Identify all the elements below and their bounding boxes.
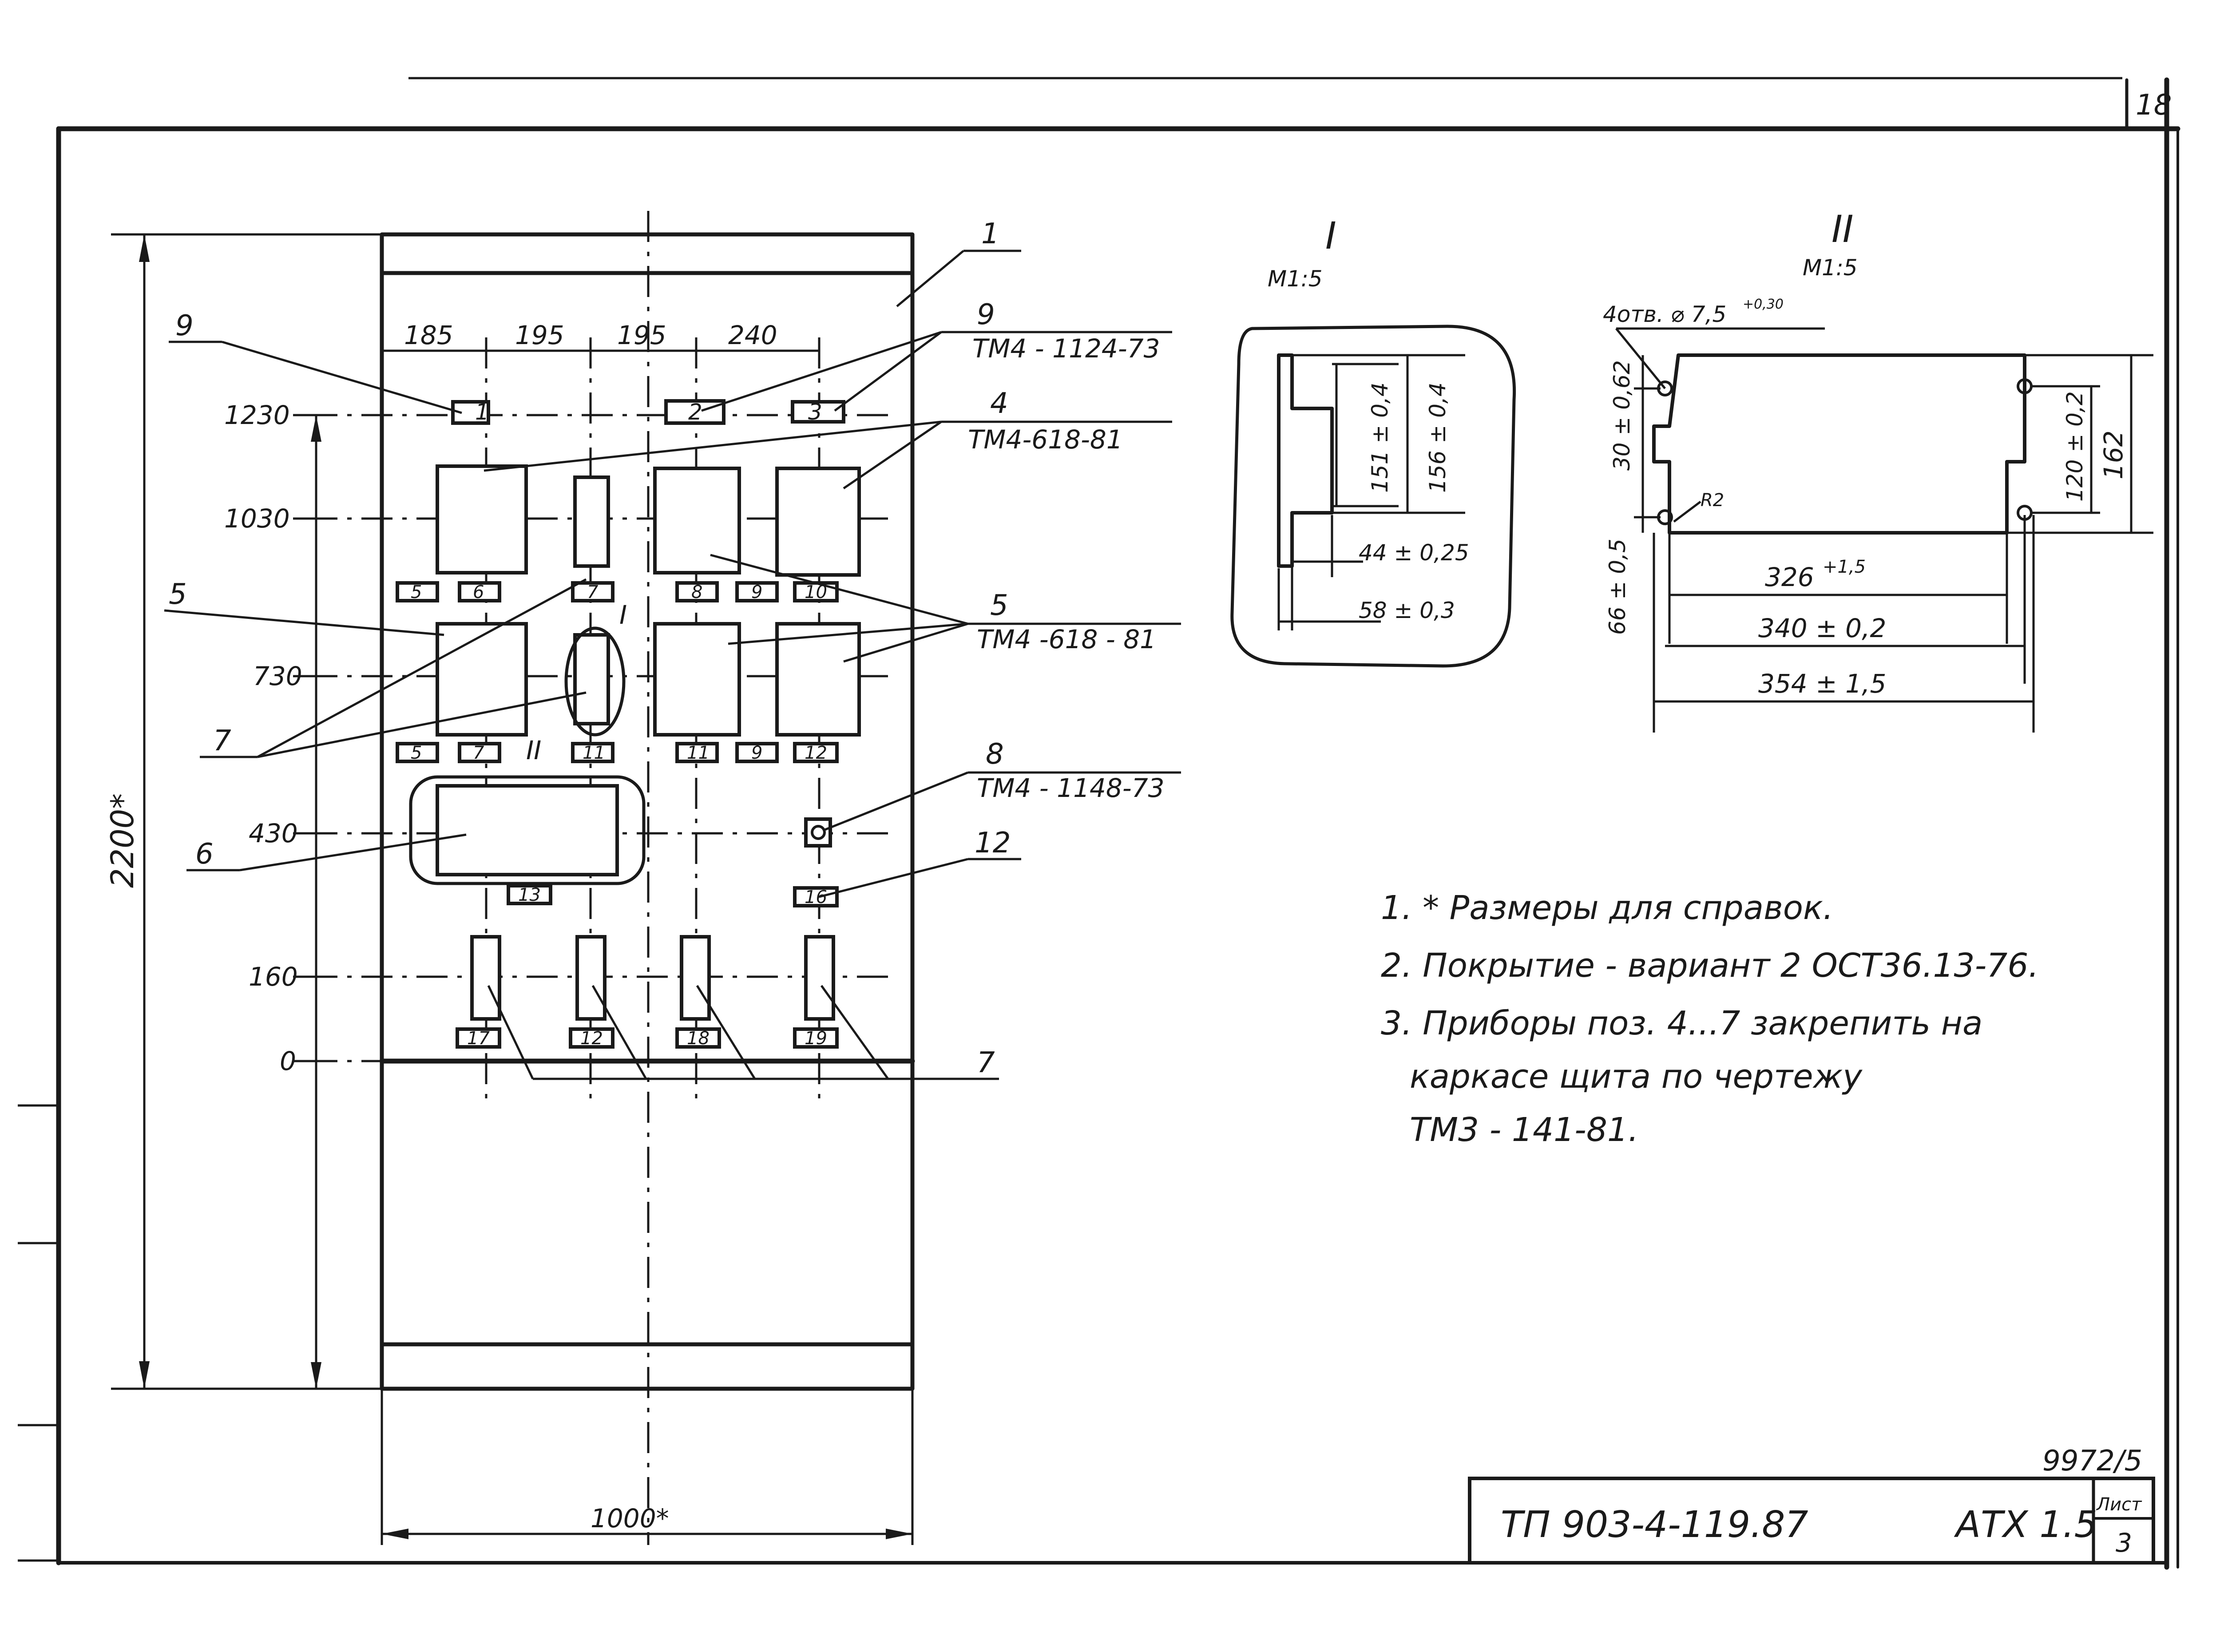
callout-7-bottom: 7 — [977, 1046, 995, 1079]
tag-11b: 11 — [687, 743, 710, 763]
level-430: 430 — [249, 818, 298, 848]
callout-4-ref: ТМ4-618-81 — [968, 424, 1123, 455]
callout-6: 6 — [195, 838, 214, 871]
detail-ii-dim-354: 354 ± 1,5 — [1758, 669, 1886, 699]
note-3: 3. Приборы поз. 4...7 закрепить на — [1381, 1004, 1982, 1042]
detail-i-drawing — [1230, 325, 1516, 668]
callout-1: 1 — [981, 218, 999, 250]
tag-9b: 9 — [751, 743, 762, 763]
detail-ii-mark: II — [1832, 207, 1854, 251]
callout-9-left: 9 — [175, 309, 194, 342]
callout-5-right: 5 — [990, 589, 1008, 622]
tag-19: 19 — [805, 1028, 827, 1049]
tag-3: 3 — [808, 399, 822, 425]
tag-8: 8 — [691, 582, 702, 602]
detail-ii-dim-326: 326 — [1765, 562, 1814, 592]
callout-9-ref: ТМ4 - 1124-73 — [972, 333, 1160, 364]
note-1: 1. * Размеры для справок. — [1381, 889, 1833, 927]
callout-4: 4 — [990, 387, 1008, 420]
spacing-185: 185 — [404, 320, 453, 350]
sheet-label: Лист — [2096, 1494, 2142, 1515]
spacing-240: 240 — [728, 320, 777, 350]
note-3-cont-2: ТМ3 - 141-81. — [1410, 1111, 1639, 1149]
level-1230: 1230 — [224, 400, 290, 430]
callout-8-ref: ТМ4 - 1148-73 — [977, 773, 1165, 803]
tag-16: 16 — [805, 887, 827, 907]
detail-ii-dim-66: 66 ± 0,5 — [1605, 539, 1630, 635]
tag-17: 17 — [467, 1028, 490, 1049]
callout-12: 12 — [975, 827, 1011, 860]
sheet-frame — [18, 77, 2180, 1570]
detail-i-dim-44: 44 ± 0,25 — [1359, 540, 1469, 566]
stamp-number: 9972/5 — [2042, 1445, 2142, 1478]
sheet-number: 3 — [2116, 1528, 2132, 1558]
callout-7-left: 7 — [213, 725, 231, 757]
detail-ii-drawing — [1615, 327, 2153, 733]
detail-ii-dim-340: 340 ± 0,2 — [1758, 613, 1886, 643]
detail-ii-dim-162: 162 — [2098, 430, 2129, 479]
callout-9-right: 9 — [977, 298, 995, 331]
level-1030: 1030 — [224, 503, 290, 534]
document-code: ТП 903-4-119.87 — [1501, 1504, 1808, 1546]
tag-13: 13 — [518, 885, 541, 905]
callout-8: 8 — [986, 738, 1004, 771]
detail-ii-holes-tol: +0,30 — [1743, 297, 1784, 312]
detail-ii-r2: R2 — [1701, 490, 1724, 511]
detail-ii-dim-30: 30 ± 0,62 — [1609, 360, 1635, 471]
note-2: 2. Покрытие - вариант 2 ОСТ36.13-76. — [1381, 947, 2039, 985]
tag-12b: 12 — [580, 1028, 603, 1049]
callout-5-left: 5 — [169, 578, 187, 611]
level-160: 160 — [249, 962, 298, 992]
view-mark-ii: II — [526, 735, 541, 765]
tag-9: 9 — [751, 582, 762, 602]
tag-6: 6 — [473, 582, 484, 602]
note-3-cont-1: каркасе щита по чертежу — [1410, 1058, 1863, 1096]
detail-i-scale: М1:5 — [1268, 266, 1323, 292]
tag-1: 1 — [475, 399, 489, 425]
title-block — [1468, 1477, 2155, 1565]
level-730: 730 — [253, 661, 302, 691]
leader-lines — [164, 250, 1181, 1080]
detail-i-mark: I — [1325, 214, 1336, 258]
page-number: 18 — [2136, 89, 2172, 122]
instrument-cutouts — [409, 464, 861, 1021]
tag-5: 5 — [411, 582, 422, 602]
spacing-195-a: 195 — [515, 320, 564, 350]
overall-width-label: 1000* — [591, 1503, 669, 1533]
detail-ii-scale: М1:5 — [1803, 255, 1858, 281]
cutout-tags — [396, 399, 845, 1049]
detail-ii-dim-120: 120 ± 0,2 — [2062, 391, 2088, 502]
section-code: АТХ 1.5 — [1954, 1504, 2097, 1546]
detail-i-dim-156: 156 ± 0,4 — [1425, 382, 1451, 493]
view-mark-i: I — [619, 600, 627, 630]
tag-18: 18 — [687, 1028, 710, 1049]
detail-ii-dim-326-tol: +1,5 — [1823, 557, 1866, 577]
callout-5-ref: ТМ4 -618 - 81 — [977, 624, 1156, 654]
tag-5b: 5 — [411, 743, 422, 763]
tag-7: 7 — [587, 582, 599, 602]
spacing-195-b: 195 — [617, 320, 666, 350]
width-dimension — [381, 1389, 914, 1545]
tag-7b: 7 — [473, 743, 484, 763]
detail-ii-holes-note: 4отв. ⌀ 7,5 — [1603, 301, 1726, 327]
level-0: 0 — [280, 1046, 296, 1076]
tag-12: 12 — [805, 743, 827, 763]
detail-i-dim-58: 58 ± 0,3 — [1359, 598, 1455, 623]
height-dimension — [111, 233, 382, 1390]
spacing-dimensions — [381, 337, 821, 364]
level-ticks — [293, 414, 337, 1062]
overall-height-label: 2200* — [104, 793, 141, 888]
detail-i-dim-151: 151 ± 0,4 — [1367, 382, 1393, 493]
tag-2: 2 — [688, 399, 702, 425]
tag-11: 11 — [583, 743, 605, 763]
